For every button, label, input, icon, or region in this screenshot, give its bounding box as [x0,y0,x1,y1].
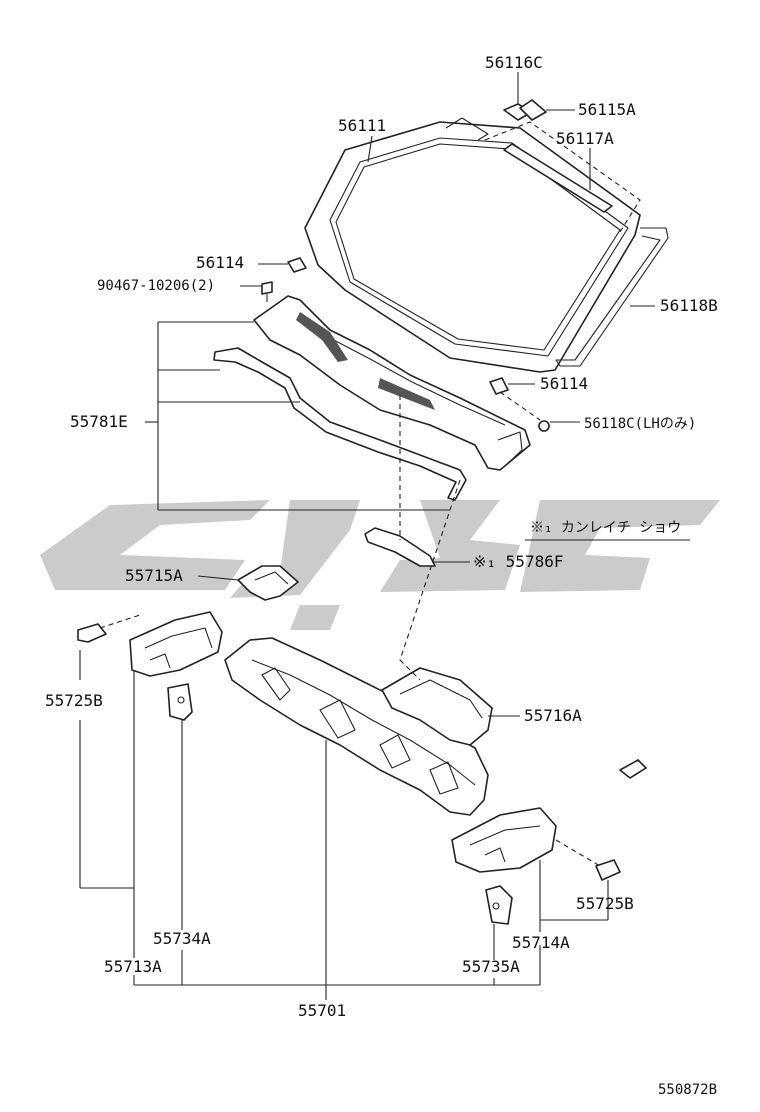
nut-56118C [538,420,550,432]
clip-55725B-right [595,859,621,881]
mirror-clip [503,99,547,121]
cowl-seal [213,347,467,501]
clip-55725B-left [77,623,107,643]
rear-view-mirror-stay [503,143,613,213]
label-56118C: 56118C(LHのみ) [584,416,696,432]
windshield-moulding [445,117,669,367]
label-56118B: 56118B [660,296,718,315]
windshield-glass [304,121,641,373]
label-55701: 55701 [298,1001,346,1020]
label-55714A: 55714A [512,933,570,952]
bracket-55715A [237,565,299,601]
label-56115A: 56115A [578,100,636,119]
label-55713A: 55713A [104,957,162,976]
label-55725B-left: 55725B [45,691,103,710]
leader-lines [79,72,690,1000]
cowl-side-panel-left [129,611,223,677]
cowl-ventilator-louver [253,295,531,471]
cowl-panel-main [224,637,489,816]
label-55725B-right: 55725B [576,894,634,913]
label-56116C: 56116C [485,53,543,72]
dashed-connectors [99,391,601,867]
bracket-55735A [485,885,513,925]
label-56117A: 56117A [556,129,614,148]
label-55734A: 55734A [153,929,211,948]
cowl-panel-right-upper [381,667,493,746]
label-55735A: 55735A [462,957,520,976]
label-56111: 56111 [338,116,386,135]
label-55781E: 55781E [70,412,128,431]
clip-56114-right [489,377,509,395]
seal-55786F [364,527,436,567]
bolt-90467 [261,281,273,302]
label-56114-right: 56114 [540,374,588,393]
clip-56114-top [287,257,307,273]
cowl-side-panel-right [451,807,557,873]
label-55716A: 55716A [524,706,582,725]
diagram-id: 550872B [658,1082,717,1098]
bracket-55734A [167,683,193,721]
label-55786F: ※₁ 55786F [473,552,563,571]
label-55715A: 55715A [125,566,183,585]
label-90467: 90467-10206(2) [97,278,215,294]
label-56114-top: 56114 [196,253,244,272]
legend-note: ※₁ カンレイチ ショウ [530,520,681,536]
clip-small-right [619,759,647,779]
watermark-logo [40,500,720,630]
